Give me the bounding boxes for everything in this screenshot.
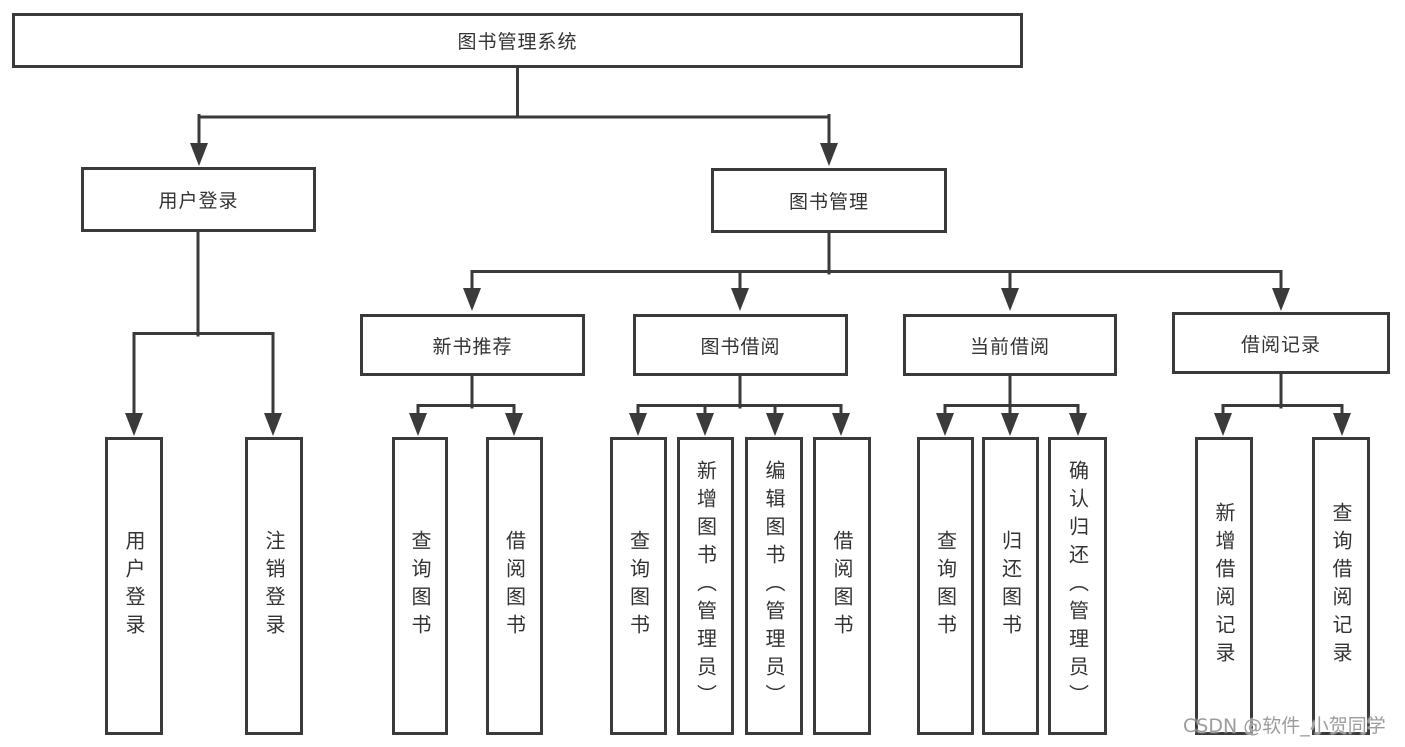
leaf-label: 借阅图书 xyxy=(502,530,527,642)
leaf-label: 确认归还（管理员） xyxy=(1065,460,1090,712)
leaf-add-borrow-record: 新增借阅记录 xyxy=(1195,437,1253,735)
leaf-edit-books-admin: 编辑图书（管理员） xyxy=(745,437,803,735)
leaf-add-books-admin: 新增图书（管理员） xyxy=(677,437,734,735)
leaf-label: 查询图书 xyxy=(626,530,651,642)
leaf-return-books: 归还图书 xyxy=(982,437,1039,735)
watermark-text: CSDN @软件_小贺同学 xyxy=(1183,715,1386,737)
leaf-logout: 注销登录 xyxy=(245,437,303,735)
leaf-label: 借阅图书 xyxy=(830,530,854,642)
leaf-query-borrow-record: 查询借阅记录 xyxy=(1312,437,1370,735)
node-current-borrow: 当前借阅 xyxy=(903,314,1117,376)
node-system-title: 图书管理系统 xyxy=(12,13,1023,68)
leaf-label: 查询图书 xyxy=(408,530,432,642)
leaf-label: 查询图书 xyxy=(933,530,958,642)
leaf-label: 新增图书（管理员） xyxy=(693,460,718,712)
leaf-user-login: 用户登录 xyxy=(105,437,163,735)
node-new-book-recommend: 新书推荐 xyxy=(360,314,585,376)
leaf-label: 注销登录 xyxy=(262,530,286,642)
node-book-borrow: 图书借阅 xyxy=(633,314,848,376)
leaf-label: 新增借阅记录 xyxy=(1212,502,1236,670)
leaf-query-books-recommend: 查询图书 xyxy=(392,437,448,735)
node-user-login: 用户登录 xyxy=(81,167,316,232)
node-borrow-records: 借阅记录 xyxy=(1172,312,1390,374)
node-book-management: 图书管理 xyxy=(711,168,947,233)
leaf-label: 编辑图书（管理员） xyxy=(762,460,786,712)
leaf-borrow-books: 借阅图书 xyxy=(813,437,871,735)
leaf-label: 查询借阅记录 xyxy=(1329,502,1353,670)
leaf-query-books-current: 查询图书 xyxy=(917,437,974,735)
leaf-borrow-books-recommend: 借阅图书 xyxy=(486,437,543,735)
leaf-label: 用户登录 xyxy=(122,530,146,642)
leaf-label: 归还图书 xyxy=(998,530,1023,642)
leaf-confirm-return-admin: 确认归还（管理员） xyxy=(1048,437,1107,735)
leaf-query-books-borrow: 查询图书 xyxy=(610,437,667,735)
